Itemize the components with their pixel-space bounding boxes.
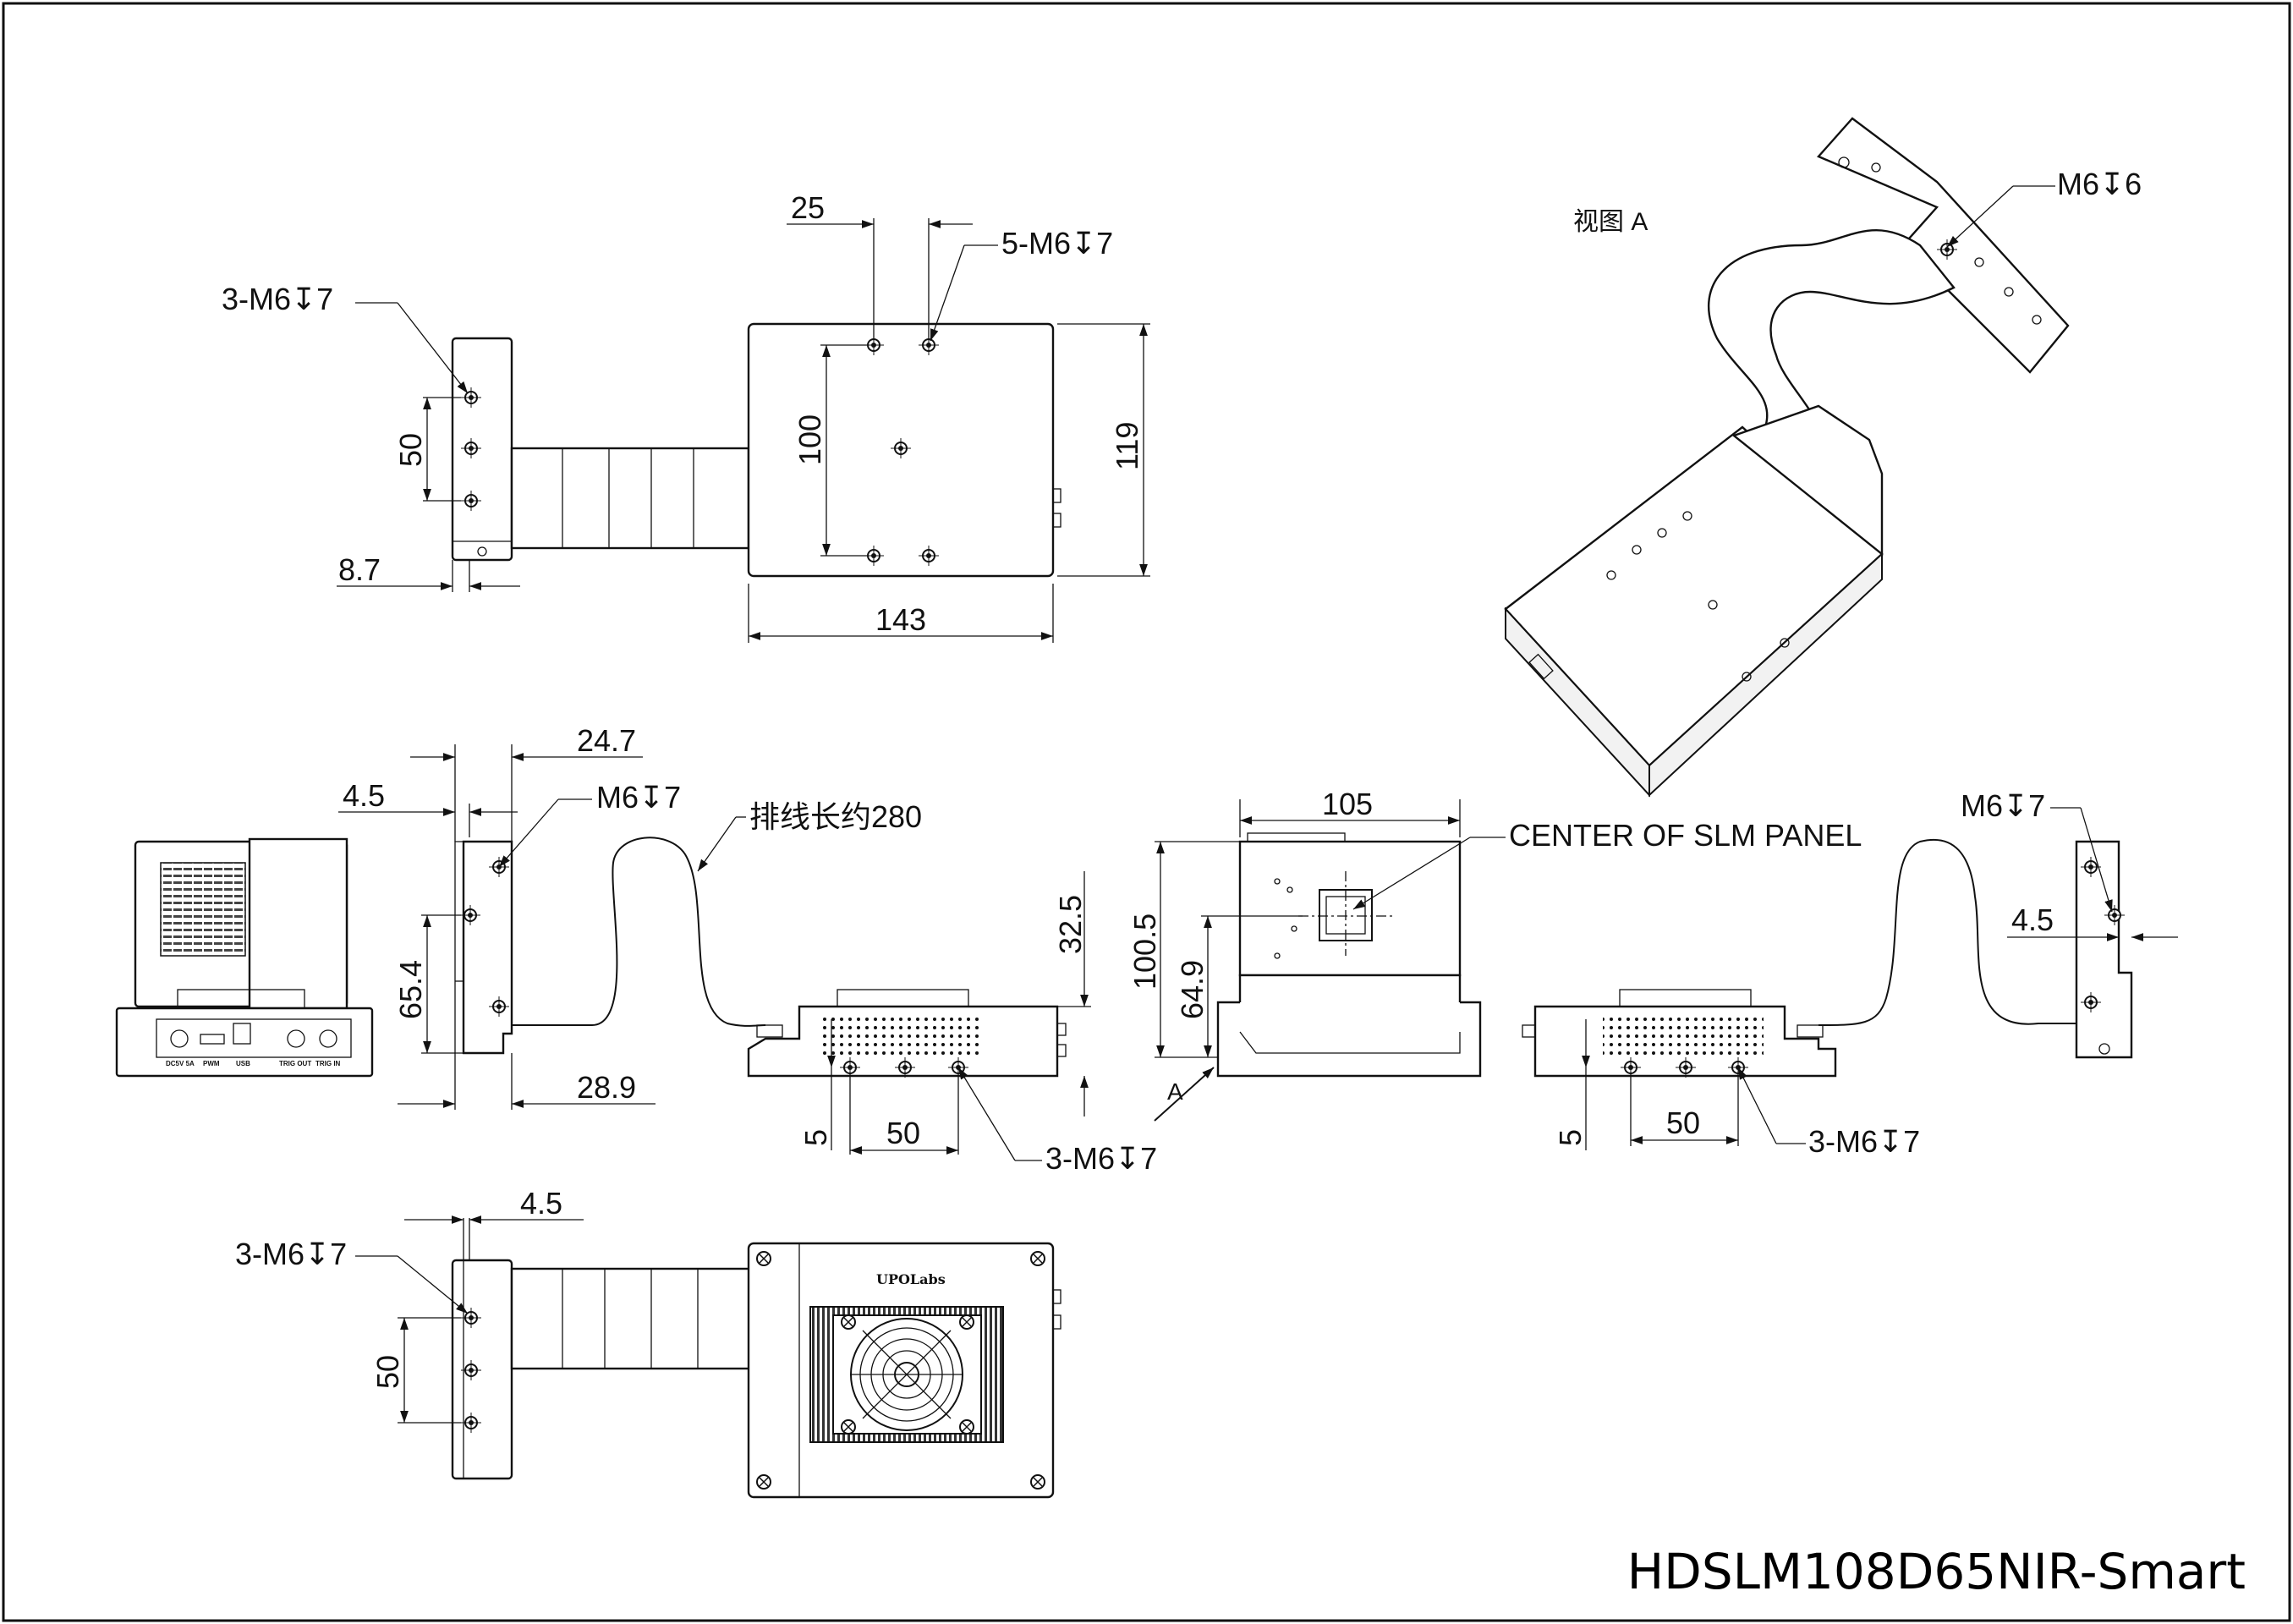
port-label-dc: DC5V 5A: [166, 1060, 195, 1067]
dim-8-7: 8.7: [338, 552, 381, 587]
label-3-m6-bottom: 3-M6↧7: [235, 1237, 347, 1271]
port-trig-in: [319, 1029, 337, 1048]
side-base: [115, 1007, 374, 1078]
dim-143: 143: [875, 602, 926, 637]
dim-24-7: 24.7: [577, 723, 636, 758]
view-a-label: 视图 A: [1573, 208, 1648, 236]
iso-view: 视图 A M6↧6: [1504, 117, 2142, 798]
dim-50-right: 50: [1666, 1106, 1700, 1140]
dim-64-9: 64.9: [1175, 960, 1210, 1019]
front-view: 105 CENTER OF SLM PANEL 100.5 64.9 A: [1127, 787, 1862, 1122]
screw-2: [1030, 1251, 1045, 1266]
dim-100-5: 100.5: [1127, 914, 1162, 990]
label-right-m6: M6↧7: [1961, 788, 2045, 823]
side-view-left: DC5V 5A PWM USB TRIG OUT TRIG IN: [115, 837, 374, 1078]
top-flex-cable: [510, 447, 750, 550]
dim-5-driver: 5: [798, 1129, 833, 1146]
port-dc: [170, 1029, 189, 1048]
top-bracket: [451, 337, 513, 562]
dim-119: 119: [1110, 422, 1144, 470]
fan-screw-2: [959, 1314, 974, 1330]
view-arrow-a: A: [1167, 1078, 1183, 1105]
right-side-view: 5 50 3-M6↧7 M6↧7 4.5: [1522, 788, 2178, 1159]
dim-65-4: 65.4: [393, 960, 428, 1019]
dim-4-5-right: 4.5: [2011, 903, 2054, 937]
label-5-m6: 5-M6↧7: [1001, 226, 1113, 261]
dim-50-top: 50: [393, 433, 428, 467]
dim-100: 100: [793, 414, 827, 465]
dim-50-driver: 50: [886, 1116, 920, 1150]
dim-28-9: 28.9: [577, 1070, 636, 1105]
center-note: CENTER OF SLM PANEL: [1509, 818, 1862, 853]
bracket-side-view: 24.7 4.5 M6↧7 65.4 28.9: [338, 723, 681, 1110]
bottom-bracket: [451, 1259, 513, 1480]
model-title: HDSLM108D65NIR-Smart: [1627, 1543, 2246, 1600]
driver-side-view: 排线长约280 32.5 5 50 3-M6↧7: [512, 799, 1157, 1176]
dim-50-bottom: 50: [370, 1355, 405, 1389]
right-cable-loop: [1818, 838, 2076, 1026]
slm-panel-window: [1319, 889, 1373, 941]
label-iso-m6: M6↧6: [2057, 167, 2142, 201]
port-label-trig-out: TRIG OUT: [279, 1060, 311, 1067]
brand-label: UPOLabs: [876, 1271, 946, 1287]
bottom-flex-cable: [510, 1267, 759, 1370]
port-label-usb: USB: [236, 1060, 250, 1067]
bottom-view: UPOLabs 3-M6↧7 4.5 50: [235, 1186, 1061, 1499]
dim-105: 105: [1322, 787, 1373, 821]
fan-screw-4: [959, 1419, 974, 1435]
port-hdmi: [200, 1034, 225, 1045]
screw-3: [756, 1474, 771, 1490]
dim-32-5: 32.5: [1053, 895, 1088, 954]
vent-grille: [160, 862, 246, 957]
dim-5-right: 5: [1553, 1129, 1588, 1146]
label-3-m6-right: 3-M6↧7: [1808, 1124, 1920, 1159]
side-bracket: [462, 840, 513, 1055]
right-bracket: [2075, 840, 2133, 1059]
fan-screw-3: [841, 1419, 856, 1435]
screw-4: [1030, 1474, 1045, 1490]
screw-1: [756, 1251, 771, 1266]
port-panel: [156, 1018, 352, 1058]
port-usb: [233, 1023, 251, 1045]
label-3-m6-top: 3-M6↧7: [222, 282, 333, 316]
port-label-trig-in: TRIG IN: [315, 1060, 341, 1067]
top-view: 25 5-M6↧7 3-M6↧7 50 100 119 8.7: [222, 190, 1150, 643]
driver-vent: [822, 1017, 983, 1057]
port-trig-out: [287, 1029, 305, 1048]
label-side-m6: M6↧7: [596, 780, 681, 815]
side-cable-loop: [512, 837, 766, 1027]
driver-top-lid: [837, 989, 969, 1007]
cable-note: 排线长约280: [749, 799, 922, 834]
dim-25: 25: [791, 190, 825, 225]
label-3-m6-driver: 3-M6↧7: [1045, 1141, 1157, 1176]
dim-4-5-bottom: 4.5: [520, 1186, 562, 1221]
fan-screw-1: [841, 1314, 856, 1330]
front-upper-housing: [1238, 840, 1462, 977]
port-label-pwm: PWM: [203, 1060, 220, 1067]
dim-4-5-side: 4.5: [343, 778, 385, 813]
right-driver-vent: [1603, 1017, 1764, 1057]
